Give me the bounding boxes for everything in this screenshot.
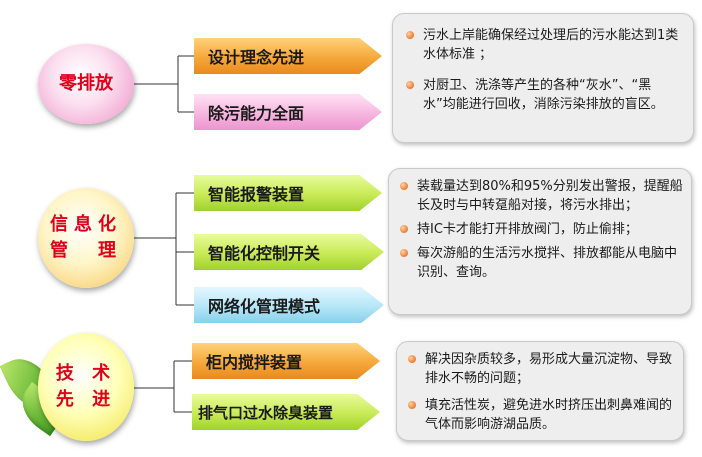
circle-title-line: 技 术 <box>55 362 117 384</box>
connector-2-ticks <box>176 192 194 306</box>
technology-advanced-circle: 技 术 先 进 <box>38 333 134 441</box>
information-management-circle: 信息化 管 理 <box>38 188 134 288</box>
description-item: 对厨卫、洗涤等产生的各种“灰水”、“黑水”均能进行回收，消除污染排放的盲区。 <box>401 76 681 114</box>
arrow-design-concept: 设计理念先进 <box>194 38 382 74</box>
arrow-exhaust-deodorizer: 排气口过水除臭装置 <box>192 394 380 430</box>
description-item: 每次游船的生活污水搅拌、排放都能从电脑中识别、查询。 <box>395 244 683 282</box>
bullet-icon <box>408 355 416 363</box>
arrow-label: 网络化管理模式 <box>208 297 321 316</box>
arrow-label: 设计理念先进 <box>208 48 305 67</box>
arrow-pollution-removal: 除污能力全面 <box>194 94 382 130</box>
arrow-label: 排气口过水除臭装置 <box>198 403 334 422</box>
arrow-network-management: 网络化管理模式 <box>194 287 384 323</box>
bullet-icon <box>400 225 408 233</box>
description-item: 污水上岸能确保经过处理后的污水能达到1类水体标准 ； <box>401 26 681 64</box>
circle-title-line: 零排放 <box>59 72 113 94</box>
circle-title-line: 信息化 <box>50 213 122 235</box>
description-item: 持IC卡才能打开排放阀门，防止偷排； <box>395 220 683 239</box>
connector-1-ticks <box>178 55 194 113</box>
connector-3-ticks <box>174 360 192 413</box>
description-text: 对厨卫、洗涤等产生的各种“灰水”、“黑水”均能进行回收，消除污染排放的盲区。 <box>423 78 664 112</box>
arrow-label: 除污能力全面 <box>208 104 305 123</box>
description-text: 解决因杂质较多，易形成大量沉淀物、导致排水不畅的问题； <box>425 352 673 386</box>
arrow-label: 智能化控制开关 <box>208 244 321 263</box>
circle-title-line: 先 进 <box>55 389 117 410</box>
arrow-tank-mixer: 柜内搅拌装置 <box>192 343 380 379</box>
description-item: 装载量达到80%和95%分别发出警报，提醒船长及时与中转趸船对接，将污水排出； <box>395 177 683 215</box>
description-item: 填充活性炭，避免进水时挤压出刺鼻难闻的气体而影响游湖品质。 <box>403 396 673 434</box>
description-box-1: 污水上岸能确保经过处理后的污水能达到1类水体标准 ； 对厨卫、洗涤等产生的各种“… <box>392 13 694 143</box>
bullet-icon <box>406 31 414 39</box>
bullet-icon <box>400 249 408 257</box>
bullet-icon <box>406 81 414 89</box>
arrow-smart-alarm: 智能报警装置 <box>194 175 382 211</box>
bullet-icon <box>400 182 408 190</box>
bullet-icon <box>408 401 416 409</box>
arrow-label: 智能报警装置 <box>208 185 305 204</box>
description-box-3: 解决因杂质较多，易形成大量沉淀物、导致排水不畅的问题； 填充活性炭，避免进水时挤… <box>396 341 684 441</box>
arrow-label: 柜内搅拌装置 <box>206 353 303 372</box>
description-text: 持IC卡才能打开排放阀门，防止偷排； <box>417 222 638 237</box>
zero-discharge-circle: 零排放 <box>38 44 134 124</box>
description-box-2: 装载量达到80%和95%分别发出警报，提醒船长及时与中转趸船对接，将污水排出； … <box>388 168 692 315</box>
description-text: 装载量达到80%和95%分别发出警报，提醒船长及时与中转趸船对接，将污水排出； <box>417 179 683 213</box>
description-text: 每次游船的生活污水搅拌、排放都能从电脑中识别、查询。 <box>417 246 678 280</box>
arrow-smart-switch: 智能化控制开关 <box>194 234 384 270</box>
circle-title-line: 管 理 <box>50 240 122 261</box>
description-text: 填充活性炭，避免进水时挤压出刺鼻难闻的气体而影响游湖品质。 <box>425 398 673 432</box>
description-text: 污水上岸能确保经过处理后的污水能达到1类水体标准 ； <box>423 28 679 62</box>
description-item: 解决因杂质较多，易形成大量沉淀物、导致排水不畅的问题； <box>403 350 673 388</box>
